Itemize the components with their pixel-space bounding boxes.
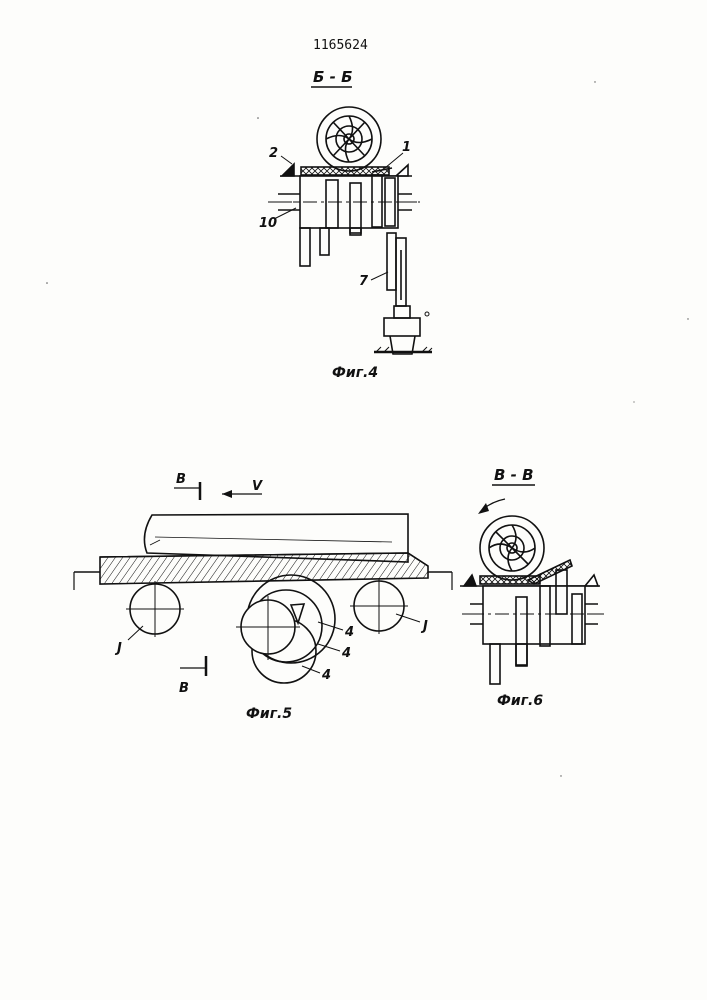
fig4-support-right [396,165,408,176]
fig5-roller-left [126,581,184,637]
fig6-flap [528,560,572,584]
fig4-actuator-rod [387,233,396,290]
fig5-direction-label: V [252,479,263,494]
fig6-section-label: В - В [494,466,534,484]
fig6-drum [483,586,585,644]
fig5-callout-disc-c: 4 [321,668,331,683]
fig5-roller-right [350,578,408,634]
fig4-callout-2: 2 [269,146,278,161]
fig5-section-mark-bottom: В [179,681,189,696]
fig4-callout-7: 7 [359,274,369,289]
fig6-reel [480,516,544,580]
fig4-section-label: Б - Б [313,68,353,86]
fig5-section-mark-top: В [176,472,186,487]
fig5-callout-roller-right: J [420,619,428,634]
fig5-caption: Фиг.5 [246,706,292,722]
fig5-callout-disc-a: 4 [344,625,354,640]
fig4-plate-2 [320,228,329,255]
fig4-callout-1: 1 [402,140,411,155]
figure-6: В - В [460,466,604,709]
fig4-callout-10: 10 [259,216,277,231]
fig6-caption: Фиг.6 [497,693,543,709]
fig5-callout-disc-b: 4 [341,646,351,661]
figure-4: Б - Б [259,68,432,381]
fig4-caption: Фиг.4 [332,365,378,381]
patent-number: 1165624 [313,38,368,53]
fig6-support-right [585,575,598,586]
fig4-motor [384,318,420,336]
figure-5: В V [74,472,452,722]
fig4-plate-1 [300,228,310,266]
fig4-reel [317,107,381,171]
fig4-support-left [282,164,294,176]
fig6-support-left [464,575,476,586]
fig6-plate-1 [490,644,500,684]
fig5-callout-roller-left: J [114,641,122,656]
